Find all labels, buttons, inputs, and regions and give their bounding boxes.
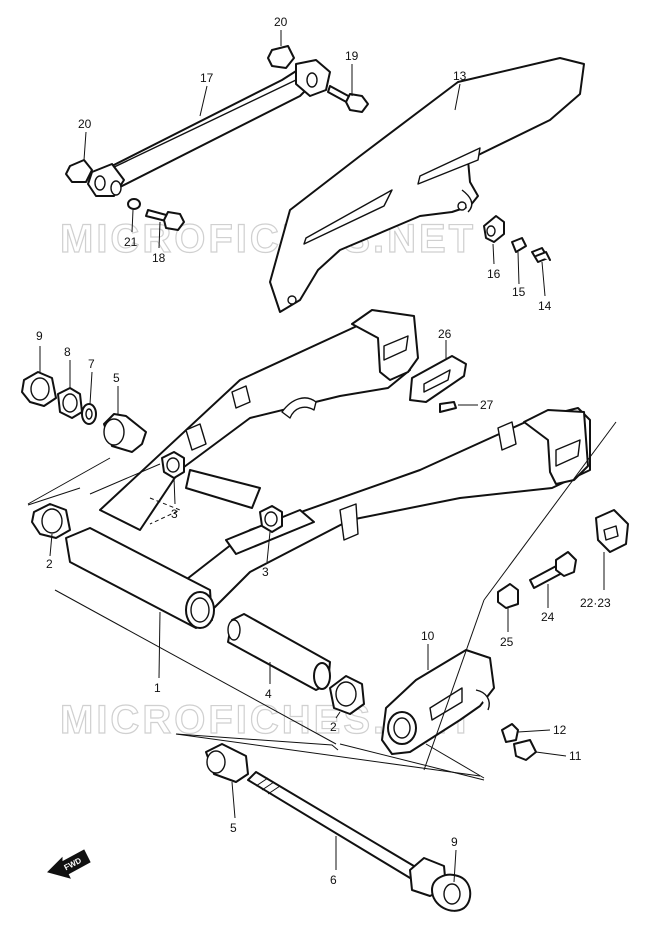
- callout-5-right: 5: [230, 821, 237, 835]
- part-7-washer[interactable]: [81, 403, 97, 425]
- part-4-spacer-tube[interactable]: [227, 613, 331, 691]
- part-19-bolt[interactable]: [327, 85, 369, 113]
- callout-3-upper: 3: [171, 507, 178, 521]
- part-16-damper[interactable]: [483, 215, 505, 243]
- part-21-washer[interactable]: [127, 198, 141, 210]
- callout-26: 26: [438, 327, 452, 341]
- part-13-chain-case[interactable]: [269, 57, 585, 313]
- callout-12: 12: [553, 723, 567, 737]
- part-20-nut-left[interactable]: [65, 159, 93, 183]
- part-9-cap-right[interactable]: [431, 873, 472, 912]
- callout-14: 14: [538, 299, 552, 313]
- callout-19: 19: [345, 49, 359, 63]
- callout-9-left: 9: [36, 329, 43, 343]
- callout-18: 18: [152, 251, 166, 265]
- callout-3-lower: 3: [262, 565, 269, 579]
- part-6-pivot-shaft[interactable]: [247, 771, 447, 897]
- part-3-bushing-upper[interactable]: [161, 451, 185, 479]
- part-22-23-clip-nut[interactable]: [595, 509, 629, 553]
- callout-20-left: 20: [78, 117, 92, 131]
- callout-5-left: 5: [113, 371, 120, 385]
- part-2-bearing-left[interactable]: [31, 503, 71, 539]
- callout-17: 17: [200, 71, 214, 85]
- part-20-nut-top[interactable]: [267, 45, 295, 69]
- part-17-torque-link[interactable]: [87, 59, 331, 197]
- callout-labels: 20 19 17 13 20 21 18 16 15 14 9 8 7 5 26…: [36, 15, 611, 887]
- part-1-swingarm[interactable]: [65, 309, 591, 629]
- part-25-nut[interactable]: [497, 583, 519, 609]
- callout-11: 11: [569, 749, 582, 763]
- part-5-collar-left[interactable]: [103, 413, 147, 453]
- callout-25: 25: [500, 635, 514, 649]
- callout-6: 6: [330, 873, 337, 887]
- callout-20-top: 20: [274, 15, 288, 29]
- callout-22-23: 22·23: [580, 596, 611, 610]
- callout-27: 27: [480, 398, 494, 412]
- callout-9-right: 9: [451, 835, 458, 849]
- callout-15: 15: [512, 285, 526, 299]
- leader-lines: [27, 30, 617, 883]
- part-27-screw[interactable]: [439, 401, 457, 413]
- part-14-bolt[interactable]: [531, 247, 551, 263]
- callout-1: 1: [154, 681, 161, 695]
- fwd-arrow-icon: FWD: [47, 849, 91, 879]
- callout-2-right: 2: [330, 720, 337, 734]
- callout-7: 7: [88, 357, 95, 371]
- part-9-cap-left[interactable]: [21, 371, 57, 407]
- part-12-collar[interactable]: [501, 723, 519, 743]
- callout-21: 21: [124, 235, 138, 249]
- part-2-bearing-right[interactable]: [329, 675, 365, 715]
- part-5-collar-right[interactable]: [205, 743, 249, 783]
- part-10-chain-guard[interactable]: [381, 649, 495, 755]
- callout-24: 24: [541, 610, 555, 624]
- callout-2-left: 2: [46, 557, 53, 571]
- callout-16: 16: [487, 267, 501, 281]
- part-11-bolt[interactable]: [513, 739, 537, 761]
- part-18-bolt[interactable]: [145, 209, 185, 231]
- part-26-plate[interactable]: [409, 355, 467, 403]
- part-8-bearing[interactable]: [57, 387, 83, 419]
- part-24-bolt[interactable]: [529, 551, 577, 589]
- part-3-bushing-lower[interactable]: [259, 505, 283, 533]
- callout-4: 4: [265, 687, 272, 701]
- callout-13: 13: [453, 69, 467, 83]
- watermark-top: MICROFICHES.NET: [60, 217, 476, 261]
- callout-10: 10: [421, 629, 435, 643]
- callout-8: 8: [64, 345, 71, 359]
- part-15-collar[interactable]: [511, 237, 527, 253]
